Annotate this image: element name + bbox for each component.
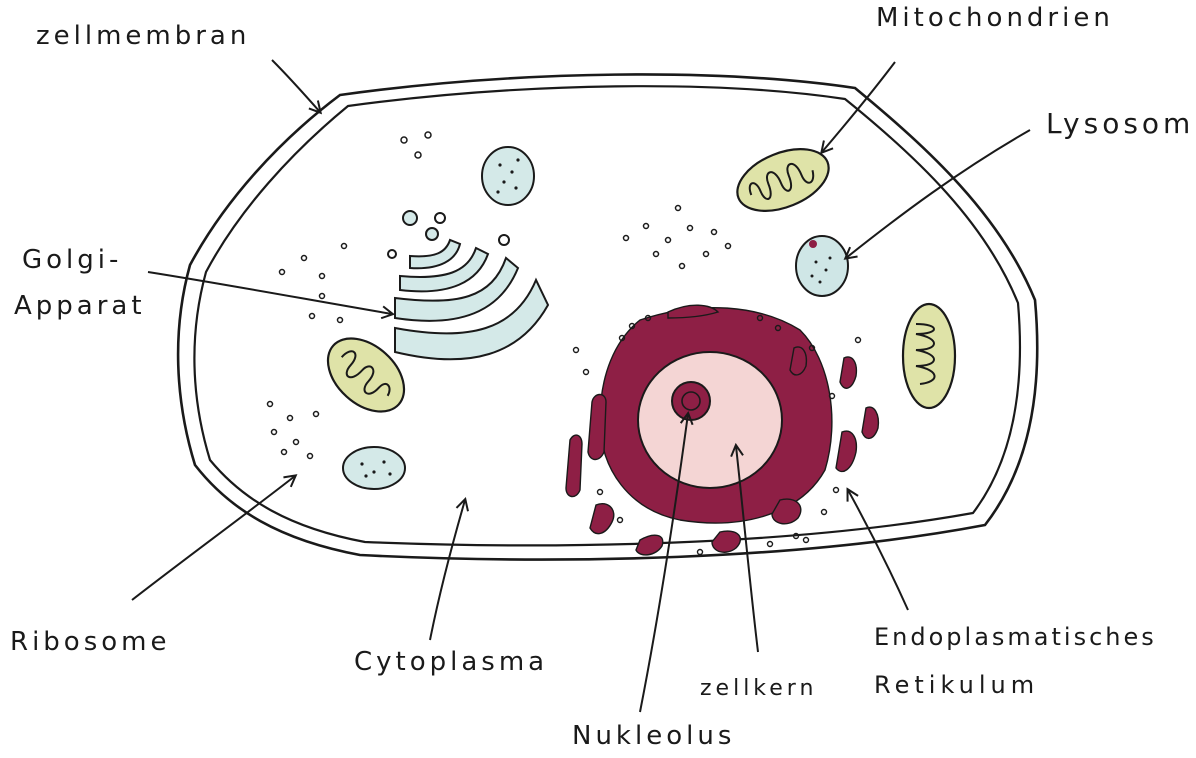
free-ribosomes <box>266 131 732 460</box>
label-er-line2: Retikulum <box>874 671 1040 699</box>
label-lysosom: Lysosom <box>1046 107 1195 140</box>
er-ribosome-dots <box>572 314 862 556</box>
arrow-golgi <box>147 271 392 314</box>
label-zellmembran: zellmembran <box>36 21 251 51</box>
leader-arrows <box>131 59 1031 713</box>
arrow-zellkern <box>736 446 759 653</box>
label-nukleolus: Nukleolus <box>572 721 736 751</box>
lysosome <box>795 235 849 297</box>
mitochondrion-right <box>901 302 957 410</box>
mitochondrion-upper <box>736 148 830 212</box>
label-golgi-line2: Apparat <box>14 291 146 321</box>
label-zellkern: zellkern <box>700 676 818 701</box>
arrow-mitochondrien <box>822 61 896 152</box>
label-cytoplasma: Cytoplasma <box>354 647 549 677</box>
cell-membrane <box>176 73 1039 561</box>
label-golgi-line1: Golgi- <box>22 245 123 275</box>
mitochondrion-left <box>326 337 406 413</box>
vesicle-top <box>481 146 535 206</box>
label-mitochondrien: Mitochondrien <box>876 3 1114 33</box>
label-ribosome: Ribosome <box>10 627 171 657</box>
label-er-line1: Endoplasmatisches <box>874 623 1157 651</box>
nucleus <box>637 351 783 489</box>
nucleolus <box>671 381 711 421</box>
arrow-ribosome <box>131 476 295 601</box>
arrow-lysosom <box>846 129 1031 258</box>
vesicle-bottom <box>342 446 406 490</box>
arrow-cytoplasma <box>429 500 465 641</box>
arrow-er <box>848 490 909 611</box>
arrow-zellmembran <box>271 59 320 112</box>
arrow-nukleolus <box>639 414 688 713</box>
golgi-apparatus <box>387 210 550 361</box>
